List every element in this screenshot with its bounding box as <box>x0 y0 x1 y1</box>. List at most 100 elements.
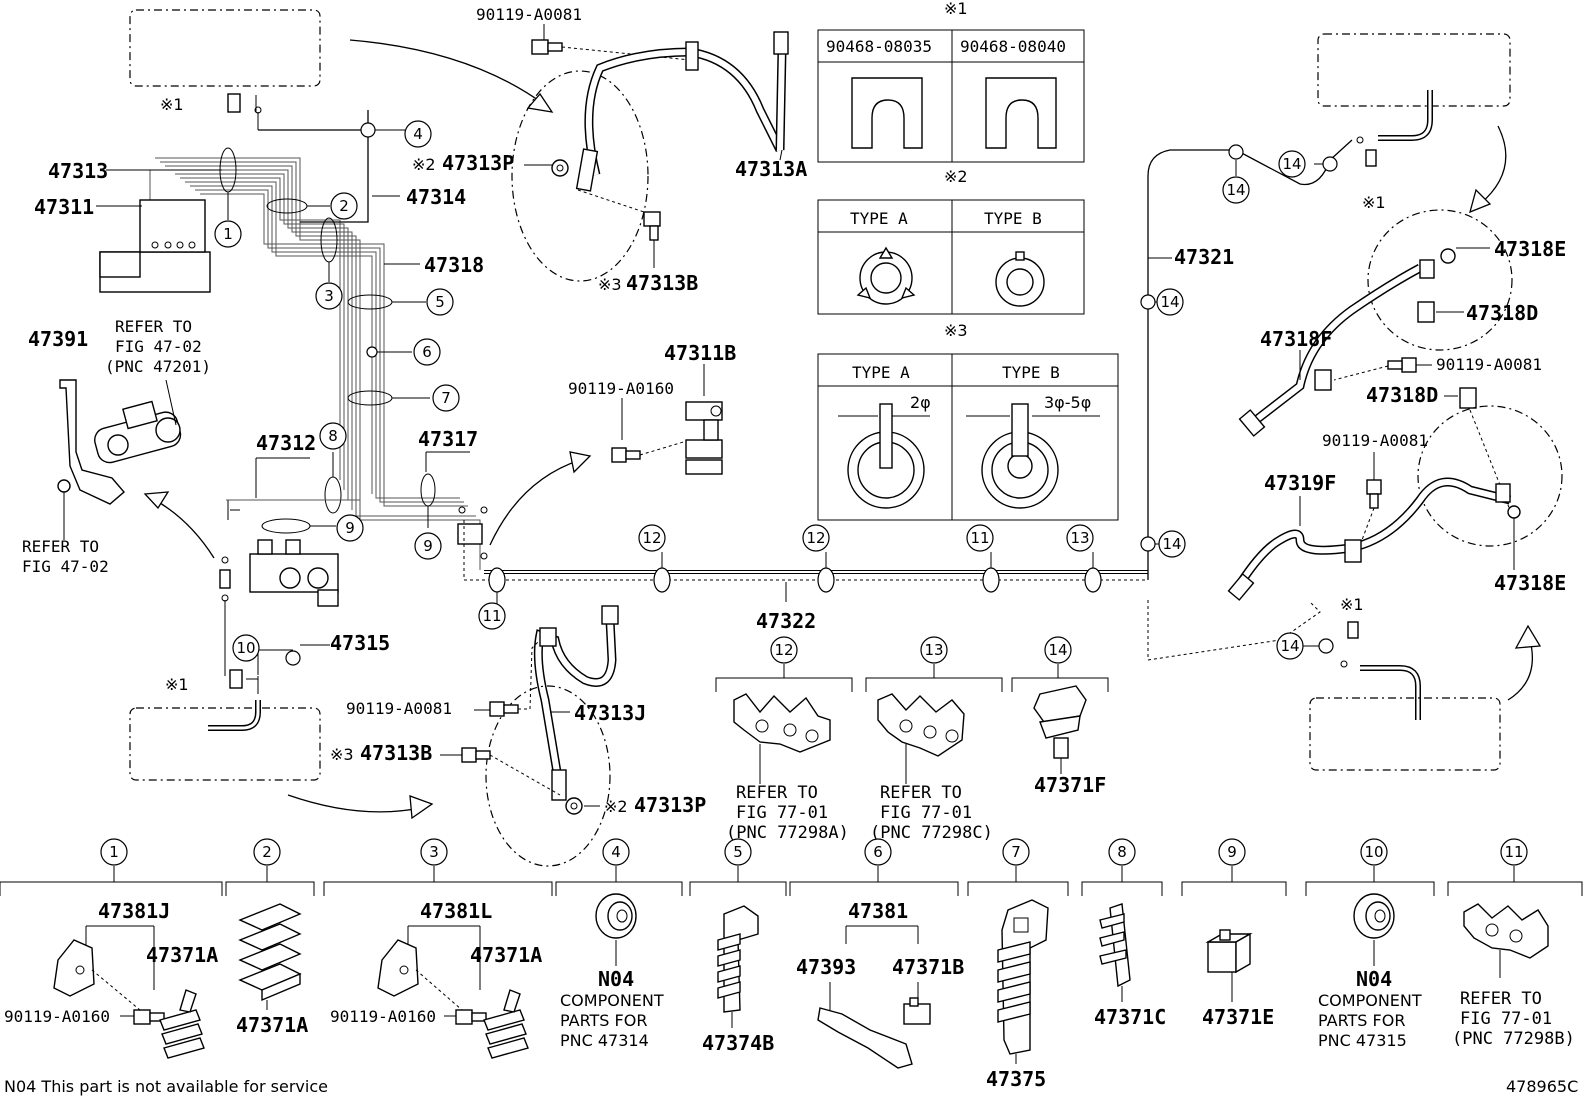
inset-s2-left: TYPE A <box>850 209 908 228</box>
clamp-13 <box>877 693 965 757</box>
footnote: N04 This part is not available for servi… <box>4 1077 328 1096</box>
callout-14-number: 14 <box>1226 181 1245 199</box>
label-47318E-bot: 47318E <box>1494 571 1566 595</box>
b1-label-a: 47371A <box>146 943 218 967</box>
callout-11-circle <box>1500 838 1528 866</box>
clip-47313P-top <box>551 159 569 177</box>
clip-47371E <box>1205 929 1253 974</box>
callout-11-circle <box>966 524 994 552</box>
clamp-13-ref3: (PNC 77298C) <box>870 823 993 843</box>
callout-14-circle <box>1278 150 1306 178</box>
callout-6-number: 6 <box>873 843 883 861</box>
clip-47371A-b2 <box>238 903 302 1002</box>
label-47319F: 47319F <box>1264 471 1336 495</box>
joint-connector <box>457 523 483 545</box>
callout-1-circle <box>100 838 128 866</box>
brake-hose-47313A <box>575 31 789 192</box>
label-47321: 47321 <box>1174 245 1234 269</box>
callout-5-circle <box>724 838 752 866</box>
grommet-b4 <box>595 893 637 939</box>
label-47318E-top: 47318E <box>1494 237 1566 261</box>
callout-7-circle <box>432 384 460 412</box>
callout-5-number: 5 <box>733 843 743 861</box>
callout-1-circle <box>214 220 242 248</box>
inset-s2-right: TYPE B <box>984 209 1042 228</box>
callout-11-number: 11 <box>970 529 989 547</box>
label-47313B-bot: 47313B <box>360 741 432 765</box>
callout-14-circle <box>1156 288 1184 316</box>
b3-label-a: 47371A <box>470 943 542 967</box>
label-47311: 47311 <box>34 195 94 219</box>
inset-s2-symbol: ※2 <box>944 167 968 186</box>
label-bolt-r2: 90119-A0081 <box>1322 431 1428 450</box>
clamp-marker-8 <box>324 476 342 514</box>
symbol-s2-a: ※2 <box>412 155 436 174</box>
b1-label-bolt: 90119-A0160 <box>4 1007 110 1026</box>
symbol-s1-b: ※1 <box>165 675 189 694</box>
callout-14-number: 14 <box>1048 641 1067 659</box>
b1-label-top: 47381J <box>98 899 170 923</box>
b7-label: 47375 <box>986 1067 1046 1091</box>
clamp-marker-5 <box>347 294 393 310</box>
callout-6-number: 6 <box>422 343 432 361</box>
callout-12-number: 12 <box>642 529 661 547</box>
b4-line3: PNC 47314 <box>560 1031 649 1050</box>
callout-7-circle <box>1002 838 1030 866</box>
inset-s1-left: 90468-08035 <box>826 37 932 56</box>
callout-12-circle <box>802 524 830 552</box>
label-47313: 47313 <box>48 159 108 183</box>
clamp-marker-9a <box>261 518 311 534</box>
callout-11-number: 11 <box>482 607 501 625</box>
actuator-ecu <box>99 199 211 293</box>
detail-circle-c <box>1417 405 1563 547</box>
callout-10-circle <box>232 634 260 662</box>
bolt-r1 <box>1387 357 1417 373</box>
clips-47371A-b3 <box>483 989 529 1059</box>
callout-13-number: 13 <box>924 641 943 659</box>
arrow-bottom-right <box>1507 639 1534 701</box>
brake-pipe-47321 <box>1147 149 1236 580</box>
b10-code: N04 <box>1356 967 1392 991</box>
callout-7-number: 7 <box>1011 843 1021 861</box>
label-47318: 47318 <box>424 253 484 277</box>
callout-12-circle <box>770 636 798 664</box>
callout-4-number: 4 <box>611 843 621 861</box>
callout-13-circle <box>920 636 948 664</box>
brake-hose-47318F <box>1238 259 1435 437</box>
inset-s3-right-dim: 3φ-5φ <box>1044 393 1091 412</box>
b4-code: N04 <box>598 967 634 991</box>
callout-14-circle <box>1044 636 1072 664</box>
b4-line2: PARTS FOR <box>560 1011 647 1030</box>
union-47318D-mid <box>1459 387 1477 409</box>
label-47322: 47322 <box>756 609 816 633</box>
b3-label-top: 47381L <box>420 899 492 923</box>
clips-47371A-b1 <box>159 989 205 1059</box>
callout-11-circle <box>478 602 506 630</box>
arrow-top-left <box>349 39 546 106</box>
detail-circle-d <box>485 685 611 867</box>
callout-4-circle <box>404 120 432 148</box>
label-47371F: 47371F <box>1034 773 1106 797</box>
master-cylinder <box>57 379 182 505</box>
callout-4-number: 4 <box>413 125 423 143</box>
inset-s3: ※3 TYPE A TYPE B 2φ 3φ-5φ <box>817 321 1119 521</box>
b11-line1: REFER TO <box>1460 989 1542 1009</box>
callout-12-number: 12 <box>806 529 825 547</box>
detail-circle-b <box>1367 209 1513 351</box>
grommet-b10 <box>1353 893 1395 939</box>
label-47313A: 47313A <box>735 157 807 181</box>
label-47313P-bot: 47313P <box>634 793 706 817</box>
callout-9-circle <box>414 532 442 560</box>
vehicle-outline-top-right <box>1317 33 1511 107</box>
callout-10-number: 10 <box>236 639 255 657</box>
b3-label-bolt: 90119-A0160 <box>330 1007 436 1026</box>
callout-5-circle <box>426 288 454 316</box>
inset-s1: ※1 90468-08035 90468-08040 <box>817 0 1085 163</box>
label-47312: 47312 <box>256 431 316 455</box>
inset-s3-left: TYPE A <box>852 363 910 382</box>
b11-line3: (PNC 77298B) <box>1452 1029 1575 1049</box>
inset-s2: ※2 TYPE A TYPE B <box>817 167 1085 315</box>
label-47311B: 47311B <box>664 341 736 365</box>
